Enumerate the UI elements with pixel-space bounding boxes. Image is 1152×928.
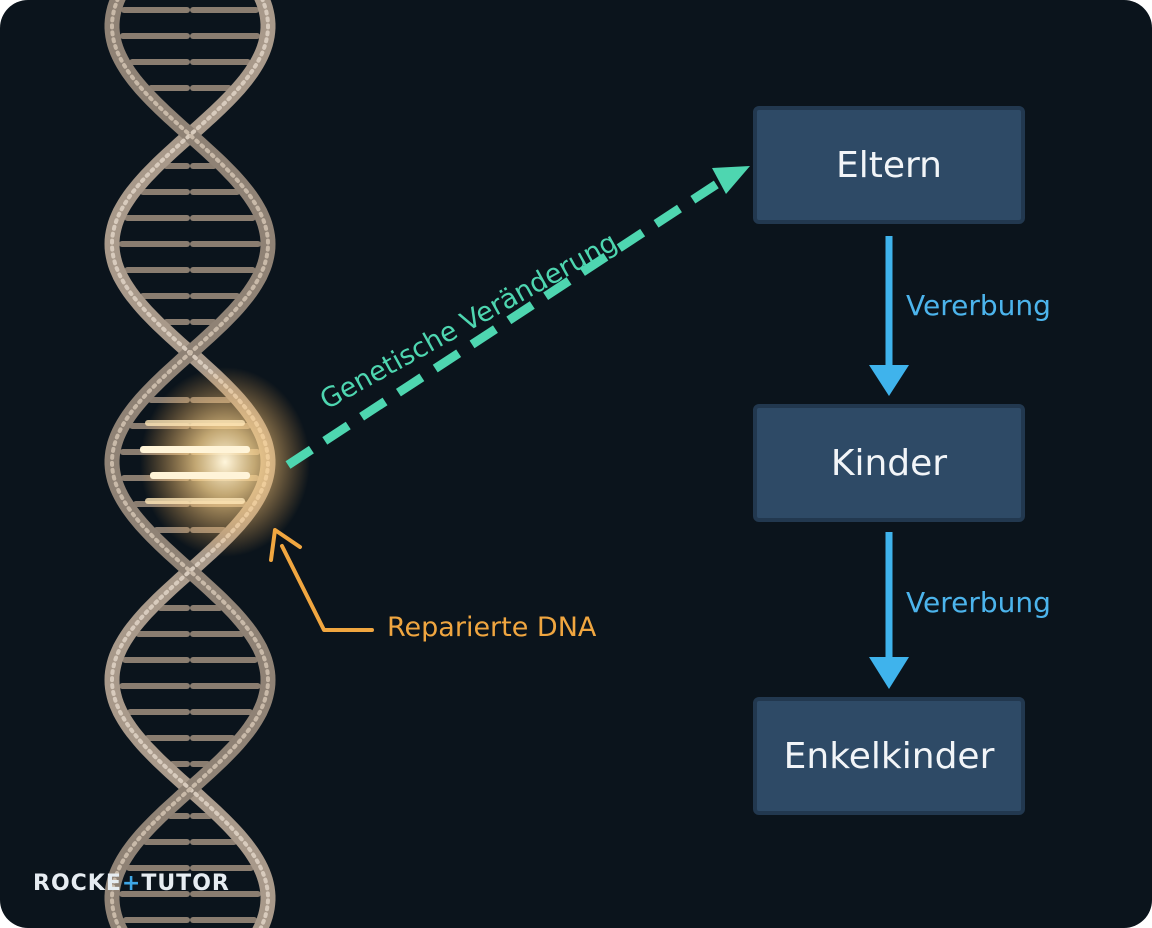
inheritance-arrow-1-head (869, 365, 909, 396)
mutation-arrow-head (712, 166, 750, 194)
logo-text-1: ROCKE (33, 871, 122, 896)
glowing-base-pairs (140, 420, 250, 504)
brand-logo: ROCKE+TUTOR (33, 871, 230, 896)
logo-text-2: TUTOR (141, 871, 230, 896)
inheritance-arrow-2-head (869, 657, 909, 689)
dna-strand-b-highlight (110, 0, 271, 928)
generation-box-grandchildren: Enkelkinder (753, 697, 1025, 815)
generation-box-parents: Eltern (753, 106, 1025, 224)
repair-arrow-head (269, 528, 302, 562)
inheritance-label-2: Vererbung (906, 586, 1051, 619)
generation-box-children: Kinder (753, 404, 1025, 522)
mutation-arrow-line (285, 178, 723, 469)
repaired-dna-label: Reparierte DNA (387, 612, 597, 643)
repaired-dna-glow (140, 367, 310, 557)
inheritance-label-1: Vererbung (906, 289, 1051, 322)
logo-plus: + (121, 871, 142, 896)
repair-arrow-line (280, 544, 374, 632)
